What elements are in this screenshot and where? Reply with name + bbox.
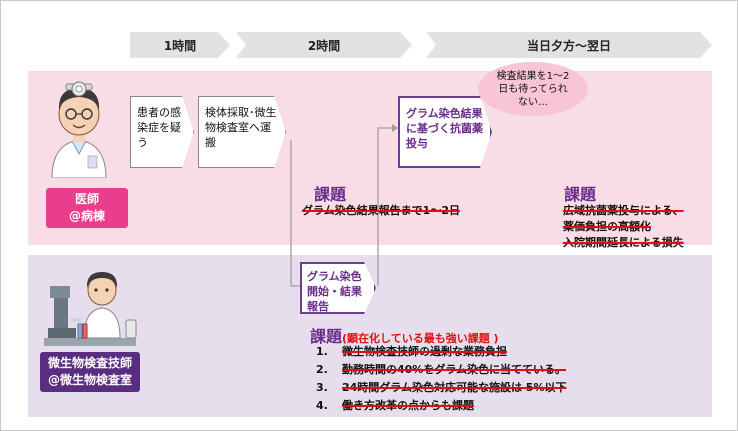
lab-issue-list: 1. 微生物検査技師の過剰な業務負担 2. 勤務時間の40%をグラム染色に当てている… xyxy=(316,343,566,415)
step-text: 検体採取･微生物検査室へ運搬 xyxy=(205,106,277,149)
step-antibiotic-administration: グラム染色結果に基づく抗菌薬投与 xyxy=(398,96,492,168)
lab-role-title: 微生物検査技師 xyxy=(47,356,132,370)
doctor-issue-title: 課題 xyxy=(314,185,347,204)
list-text: 微生物検査技師の過剰な業務負担 xyxy=(342,345,507,358)
timeline-label: 当日夕方〜翌日 xyxy=(526,38,611,53)
lab-technician-role-label: 微生物検査技師 @微生物検査室 xyxy=(40,352,140,392)
waiting-thought-bubble: 検査結果を1〜2日も待ってられない… xyxy=(478,62,588,116)
cost-issue-list: 広域抗菌薬投与による、 薬価負担の高額化 入院期間延長による損失 xyxy=(563,203,684,251)
list-text: 24時間グラム染色対応可能な施設は 5%以下 xyxy=(342,381,567,394)
list-item: 1. 微生物検査技師の過剰な業務負担 xyxy=(316,343,566,361)
list-item: 2. 勤務時間の40%をグラム染色に当てている。 xyxy=(316,361,566,379)
list-number: 1. xyxy=(316,345,328,358)
lab-issue-title: 課題 xyxy=(310,327,343,346)
timeline-1h: 1時間 xyxy=(130,32,230,58)
list-text: 働き方改革の点からも課題 xyxy=(342,399,474,412)
cost-issue-title: 課題 xyxy=(564,185,597,204)
step-text: 患者の感染症を疑う xyxy=(137,106,181,149)
cost-issue-line: 入院期間延長による損失 xyxy=(563,236,684,249)
list-number: 3. xyxy=(316,381,328,394)
doctor-role-location: @病棟 xyxy=(68,209,105,223)
list-item: 3. 24時間グラム染色対応可能な施設は 5%以下 xyxy=(316,379,566,397)
lab-issue-note: (顕在化している最も強い課題 ) xyxy=(342,332,499,345)
timeline-label: 1時間 xyxy=(163,38,197,53)
step-text: グラム染色結果に基づく抗菌薬投与 xyxy=(406,107,483,150)
list-number: 2. xyxy=(316,363,328,376)
step-gram-stain-report: グラム染色開始・結果報告 xyxy=(300,262,376,314)
bubble-text: 検査結果を1〜2日も待ってられない… xyxy=(496,70,570,108)
doctor-role-title: 医師 xyxy=(74,192,99,206)
step-suspect-infection: 患者の感染症を疑う xyxy=(130,96,194,168)
timeline-2h: 2時間 xyxy=(236,32,412,58)
list-text: 勤務時間の40%をグラム染色に当てている。 xyxy=(342,363,566,376)
doctor-issue-text: グラム染色結果報告まで1〜2日 xyxy=(302,204,460,217)
timeline-evening: 当日夕方〜翌日 xyxy=(426,32,712,58)
cost-issue-line: 広域抗菌薬投与による、 xyxy=(563,204,684,217)
list-number: 4. xyxy=(316,399,328,412)
lab-technician-illustration xyxy=(44,272,137,346)
doctor-role-label: 医師 @病棟 xyxy=(46,188,128,228)
lab-role-location: @微生物検査室 xyxy=(47,373,132,387)
step-text: グラム染色開始・結果報告 xyxy=(307,270,362,313)
list-item: 4. 働き方改革の点からも課題 xyxy=(316,397,566,415)
timeline-label: 2時間 xyxy=(307,38,341,53)
lab-issue-heading: 課題(顕在化している最も強い課題 ) xyxy=(310,323,499,347)
step-specimen-transport: 検体採取･微生物検査室へ運搬 xyxy=(198,96,286,168)
doctor-illustration xyxy=(51,81,107,178)
cost-issue-line: 薬価負担の高額化 xyxy=(563,220,651,233)
